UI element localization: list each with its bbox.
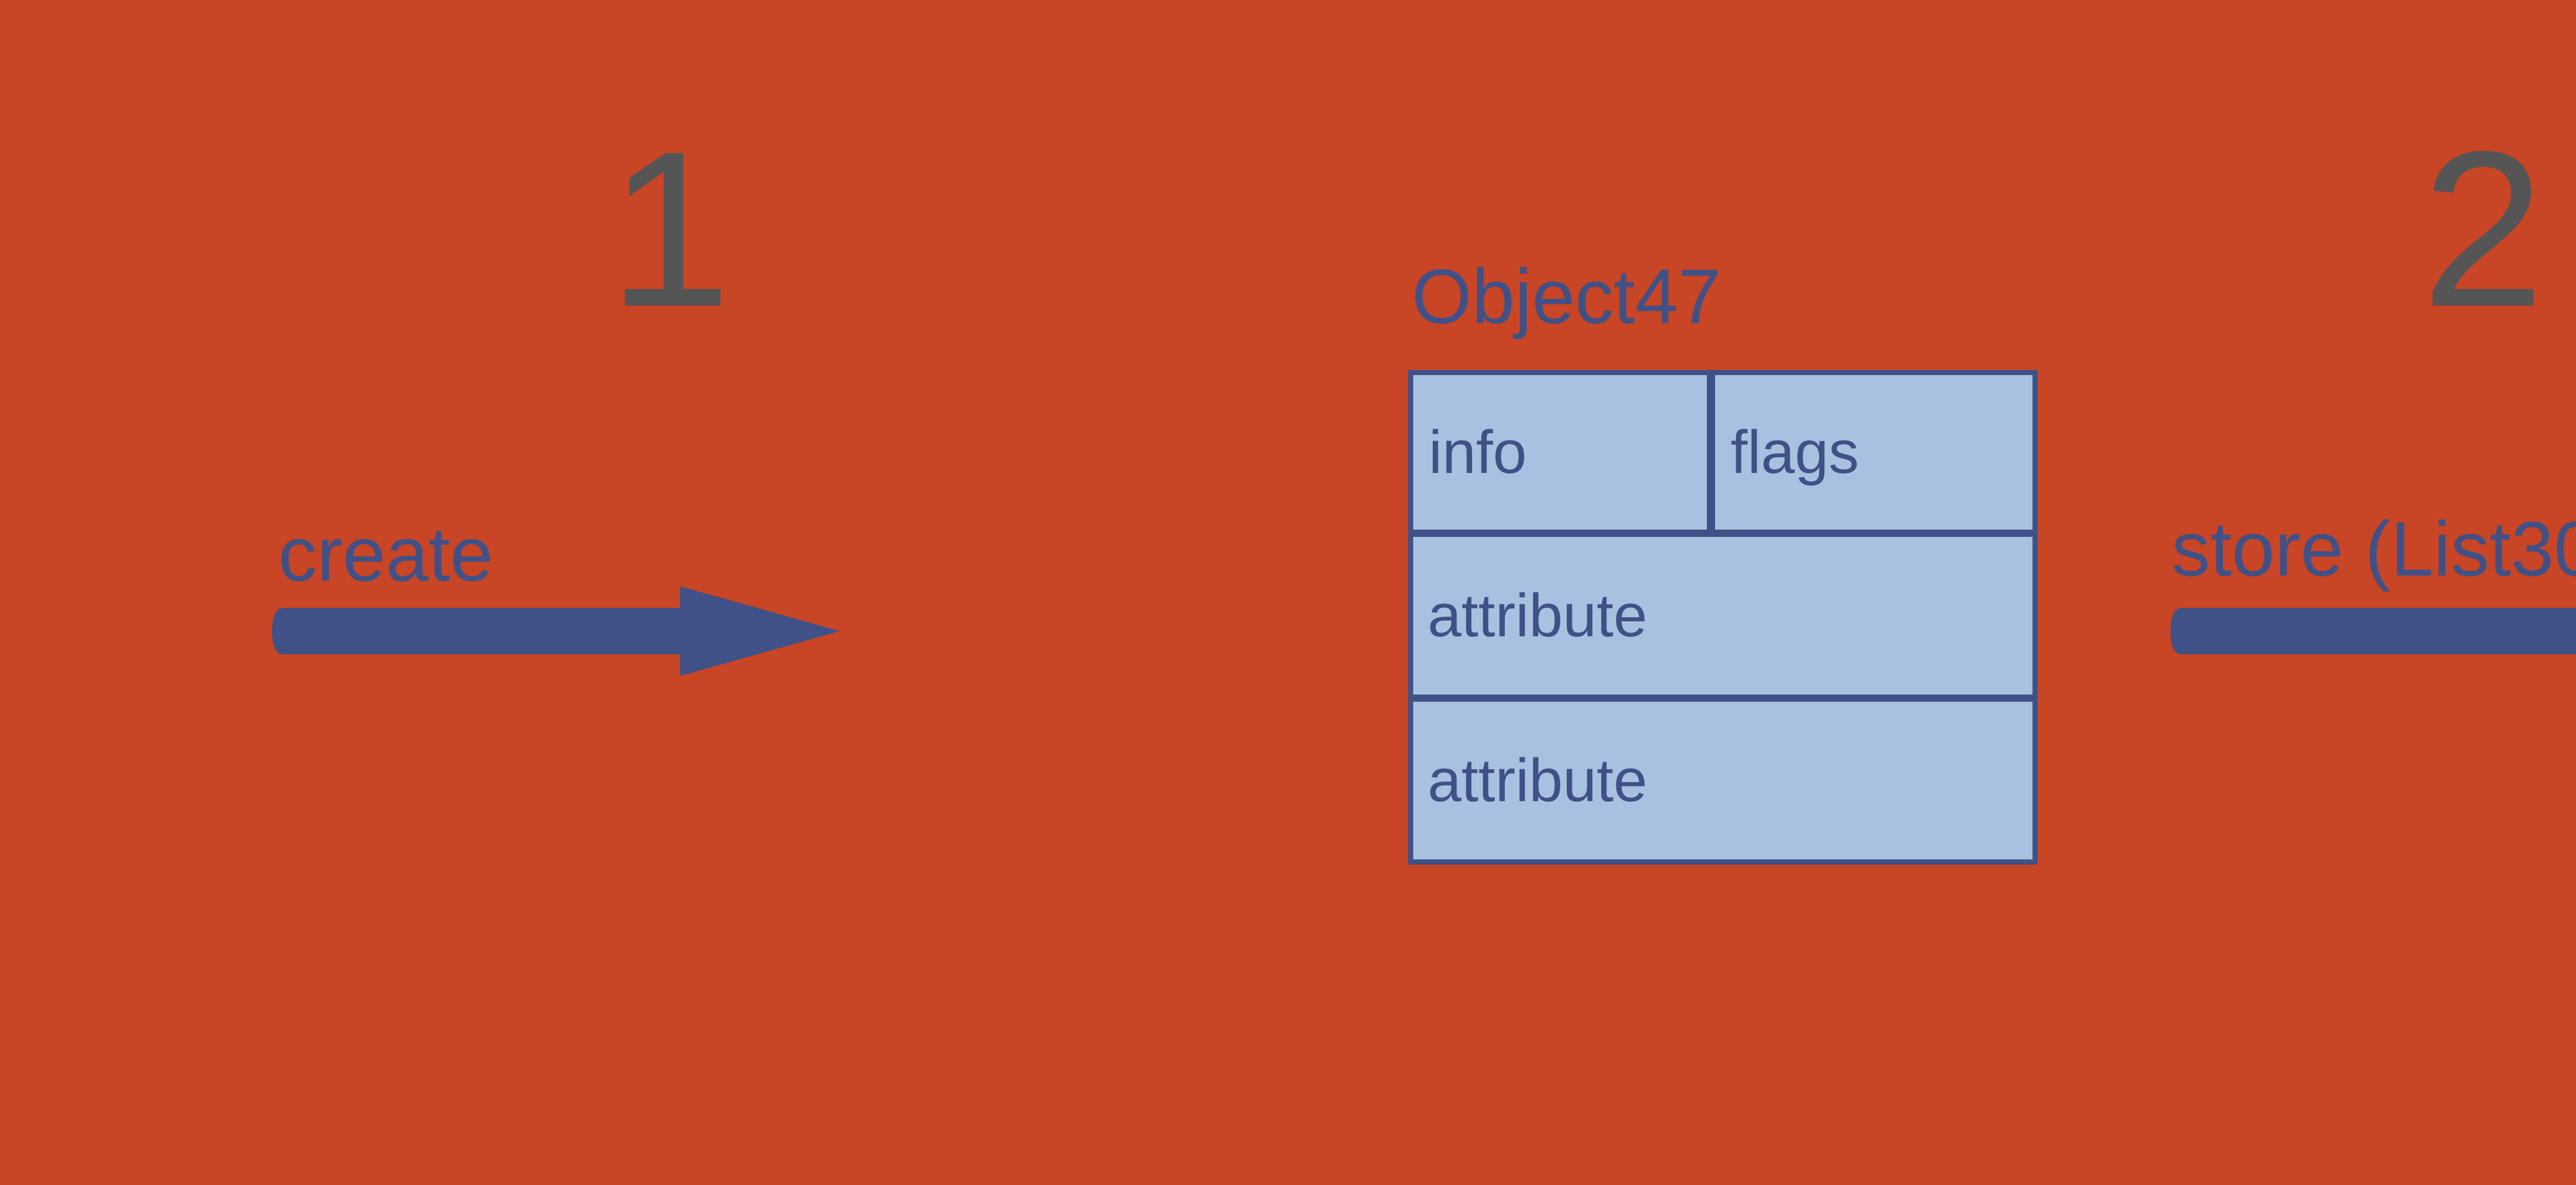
object-row-attribute-2: attribute: [1413, 702, 2032, 859]
object-box-title: Object47: [1412, 253, 1721, 340]
arrow-label-store: store (List302): [2172, 505, 2576, 592]
object-top-row: info flags: [1413, 375, 2032, 530]
step-number-1: 1: [608, 106, 731, 353]
object-cell-info: info: [1413, 375, 1707, 530]
step-number-2: 2: [2421, 106, 2545, 353]
arrow-create-icon: [272, 586, 840, 676]
arrow-label-create: create: [278, 511, 493, 597]
object-structure-box: info flags attribute attribute: [1408, 370, 2038, 865]
object-row-attribute-1: attribute: [1413, 537, 2032, 695]
arrow-store-icon: [2171, 608, 2576, 654]
object-cell-flags: flags: [1715, 375, 2032, 530]
